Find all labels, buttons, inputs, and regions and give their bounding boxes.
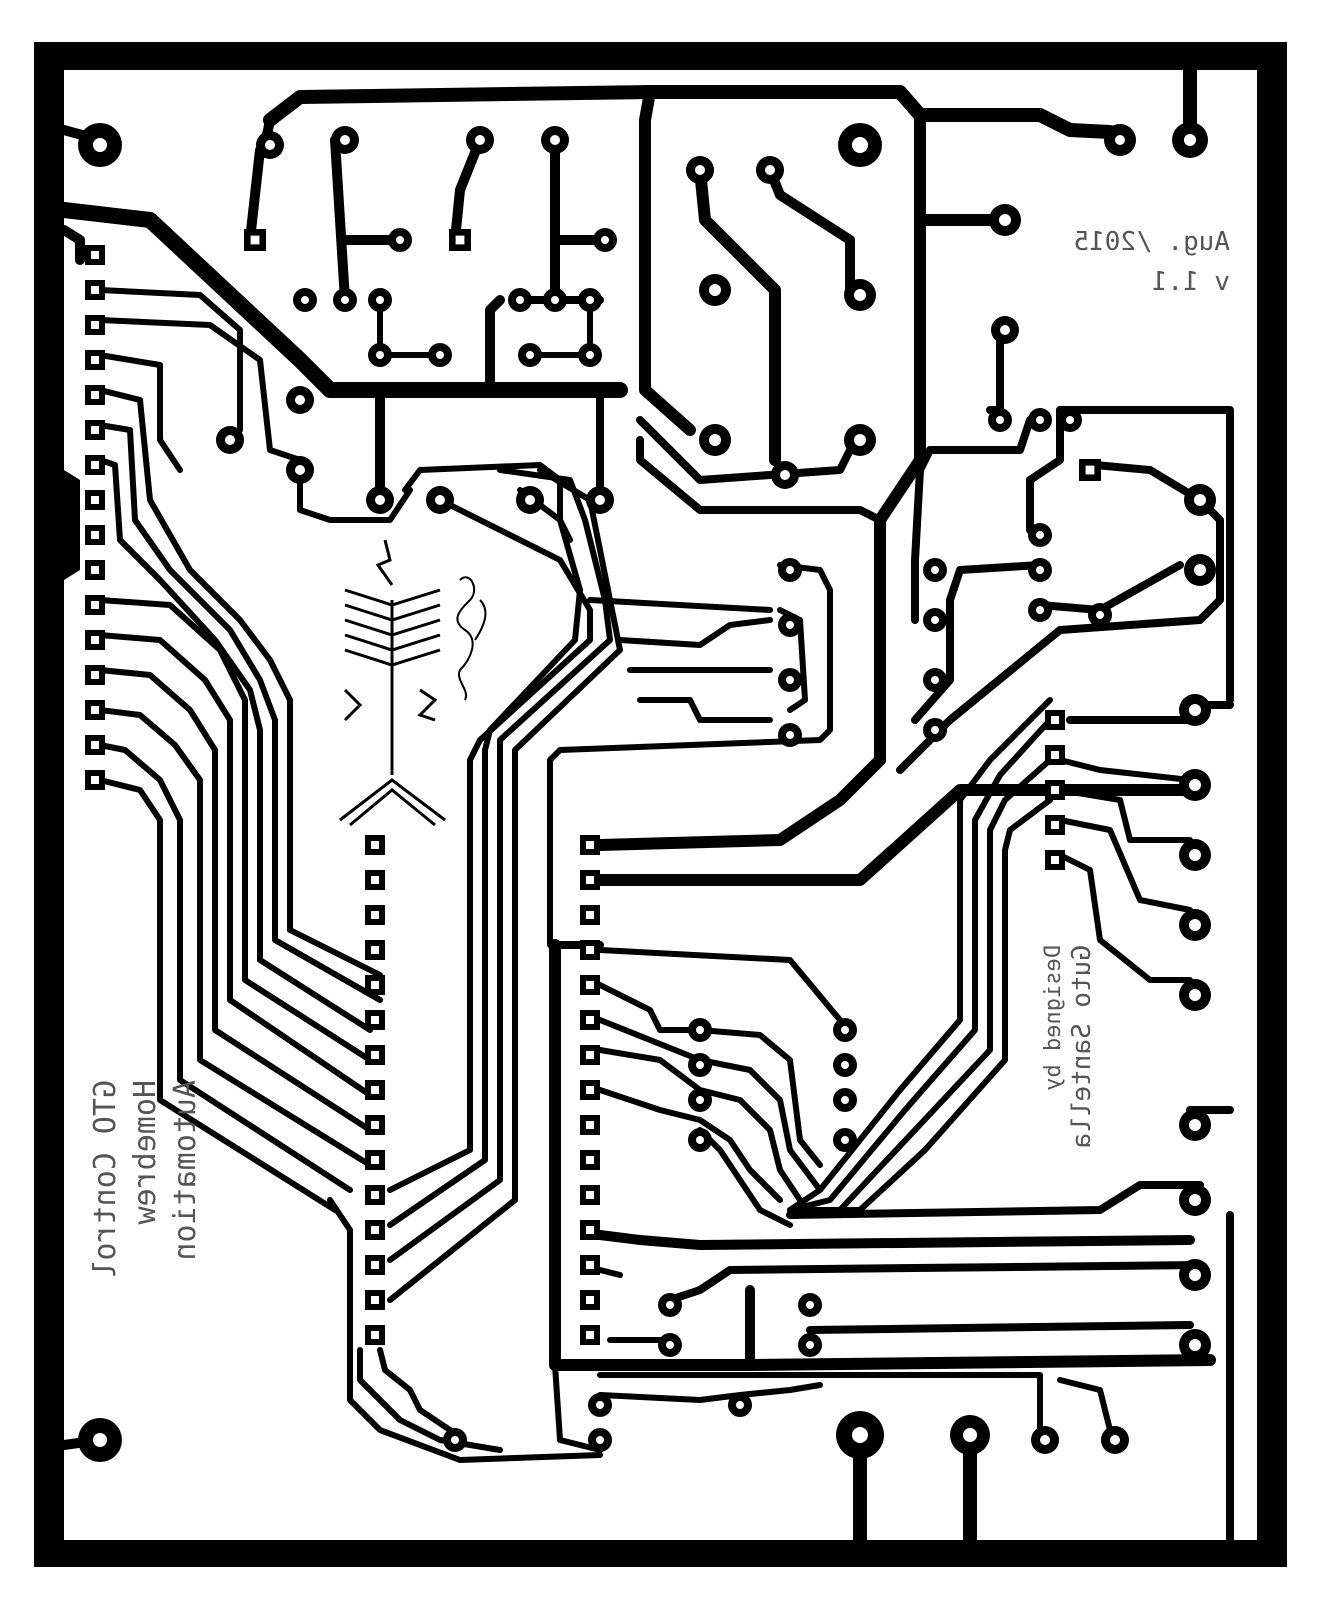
copper-traces [56,63,1234,1547]
ic-right-pad-hole [586,841,594,849]
ic-left-pad-hole [371,841,379,849]
ic-left-pad-hole [371,1331,379,1339]
left-header-pad-hole [91,461,99,469]
ic-left-pad-hole [371,981,379,989]
ic-left-pad-hole [371,1226,379,1234]
ic-left-pad-hole [371,1261,379,1269]
ic-left-pad-hole [371,911,379,919]
project-label: GTO Control Homebrew Automation [88,1080,203,1279]
date-version-label: Aug. /2015 v 1.1 [1073,227,1230,297]
left-header-pad-hole [91,426,99,434]
ic-right-pad-hole [586,1296,594,1304]
right-header-pad-hole [1051,751,1059,759]
right-header-pad-hole [1051,821,1059,829]
ic-right-pad-hole [586,1191,594,1199]
ic-right-pad-hole [586,876,594,884]
right-header-pad-hole [1051,716,1059,724]
project-line3: Automation [168,1080,203,1261]
right-header-pad-hole [1051,856,1059,864]
round-pads [78,122,1208,1462]
designer-line2: Guto Santella [1067,945,1097,1149]
ic-right-pad-hole [586,1051,594,1059]
designer-label: Designed by Guto Santella [1041,945,1097,1149]
small-pads [216,126,1216,1454]
ic-right-pad-hole [586,1226,594,1234]
project-line1: GTO Control [88,1080,123,1279]
left-header-pad-hole [91,286,99,294]
left-header-pad-hole [91,671,99,679]
ic-left-pad-hole [371,1086,379,1094]
ic-left-pad-hole [371,876,379,884]
right-square-pad-hole [1085,465,1095,475]
left-header-pad-hole [91,601,99,609]
ic-left-pad-hole [371,1051,379,1059]
left-header-pad-hole [91,636,99,644]
ic-right-pad-hole [586,1086,594,1094]
top-square-pad-hole [250,235,260,245]
version-text: v 1.1 [1152,267,1230,297]
top-square-pad-hole [455,235,465,245]
ic-left-pad-hole [371,946,379,954]
right-header-pad-hole [1051,786,1059,794]
ic-right-pad-hole [586,1016,594,1024]
left-header-pad-hole [91,496,99,504]
date-text: Aug. /2015 [1073,227,1230,257]
left-header-pad-hole [91,706,99,714]
ic-left-pad-hole [371,1191,379,1199]
ic-left-pad-hole [371,1016,379,1024]
square-pads [85,229,1101,1345]
ic-left-pad-hole [371,1296,379,1304]
ic-right-pad-hole [586,1121,594,1129]
ic-right-pad-hole [586,981,594,989]
left-header-pad-hole [91,566,99,574]
left-header-pad-hole [91,741,99,749]
signature [456,576,487,701]
left-header-pad-hole [91,776,99,784]
project-line2: Homebrew [128,1080,163,1225]
ic-right-pad-hole [586,1331,594,1339]
ic-left-pad-hole [371,1121,379,1129]
designer-line1: Designed by [1041,945,1066,1091]
ic-right-pad-hole [586,1156,594,1164]
left-header-pad-hole [91,391,99,399]
ic-right-pad-hole [586,946,594,954]
ic-left-pad-hole [371,1156,379,1164]
ic-right-pad-hole [586,1261,594,1269]
left-header-pad-hole [91,531,99,539]
arrow-rune-logo [339,539,446,827]
left-header-pad-hole [91,251,99,259]
ic-right-pad-hole [586,911,594,919]
left-header-pad-hole [91,356,99,364]
left-header-pad-hole [91,321,99,329]
